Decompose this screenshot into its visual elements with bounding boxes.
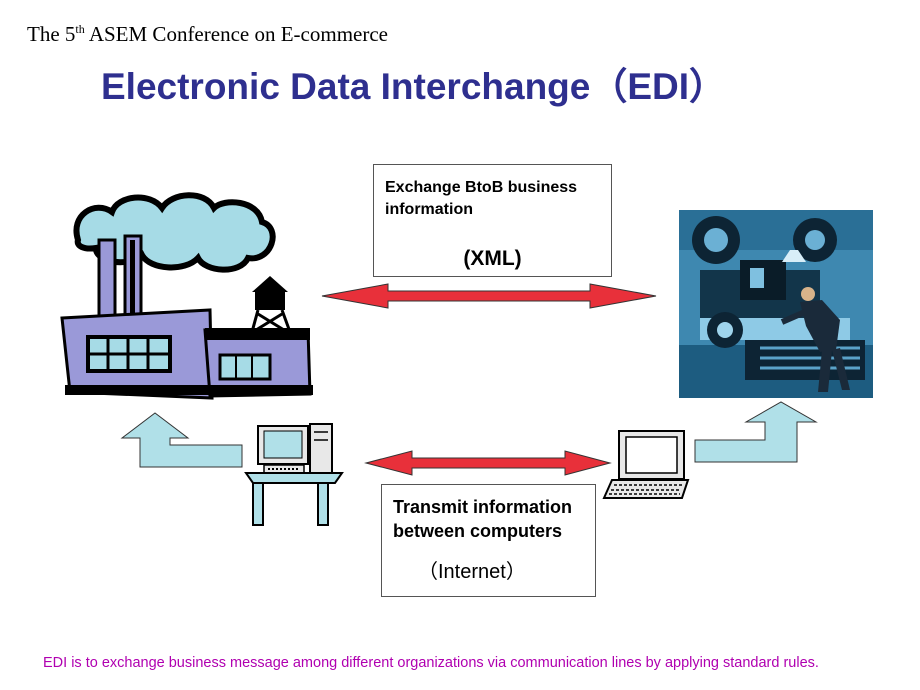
left-bent-arrow	[120, 412, 243, 468]
conference-name: The 5th ASEM Conference on E-commerce	[27, 22, 388, 46]
factory-machine-worker-icon	[679, 210, 873, 398]
right-bent-arrow	[694, 401, 818, 463]
xml-exchange-text: Exchange BtoB business information	[385, 179, 578, 218]
internet-transmit-box: Transmit information between computers （…	[381, 484, 596, 597]
internet-transmit-text: Transmit information between computers	[393, 497, 573, 541]
top-double-arrow	[321, 283, 657, 309]
footer-definition: EDI is to exchange business message amon…	[43, 655, 819, 671]
slide-title: Electronic Data Interchange（EDI）	[101, 66, 727, 107]
laptop-computer-icon	[602, 430, 690, 499]
factory-icon	[60, 192, 313, 400]
internet-label: （Internet）	[418, 561, 526, 583]
desktop-computer-icon	[244, 423, 344, 526]
xml-label: (XML)	[463, 247, 522, 270]
xml-exchange-box: Exchange BtoB business information (XML)	[373, 164, 612, 277]
bottom-double-arrow	[364, 450, 612, 476]
